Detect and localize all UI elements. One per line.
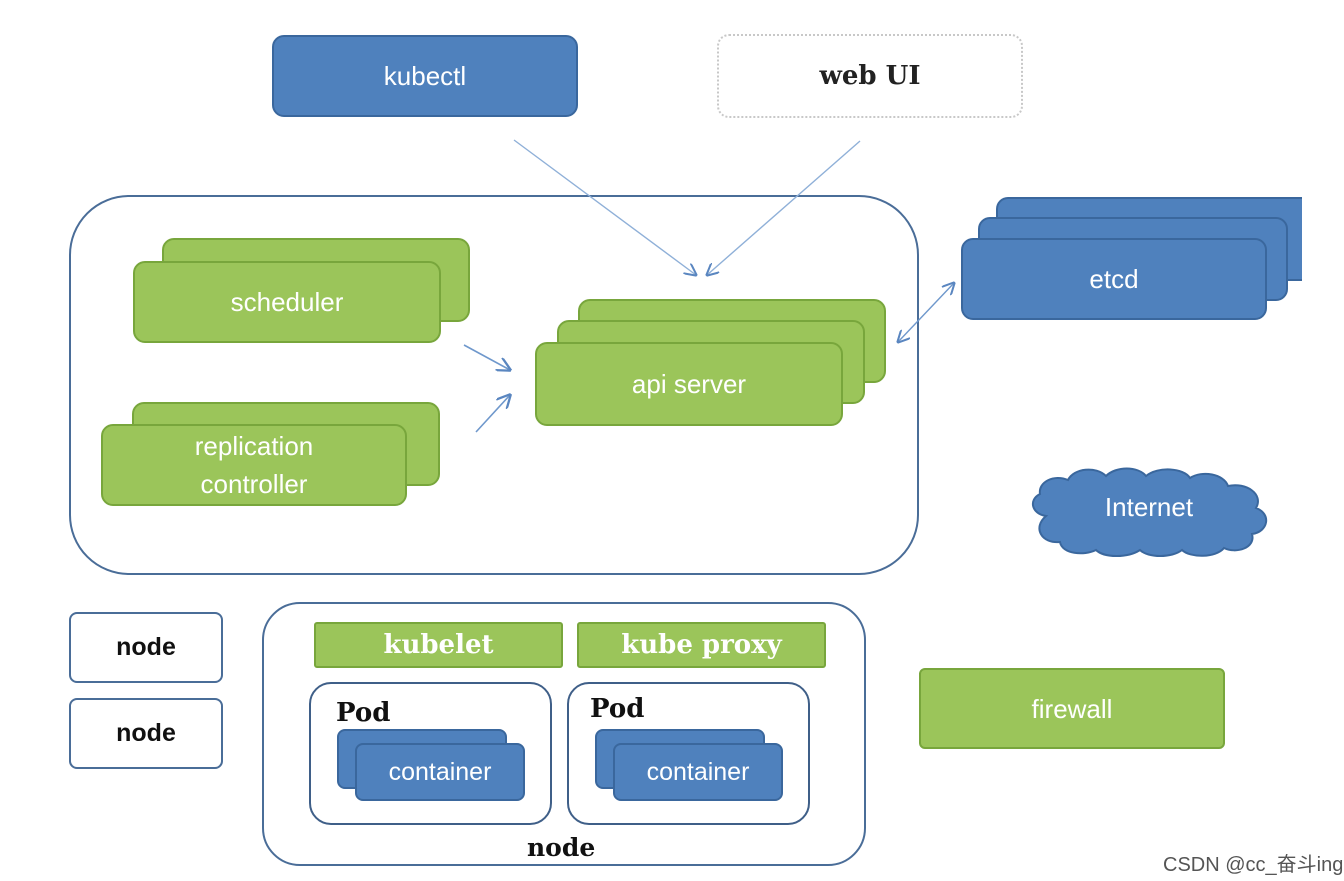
arrow-webui-to-api (707, 140, 861, 275)
arrow-replication-to-api (475, 395, 510, 433)
pod-label-2: Pod (590, 694, 645, 724)
firewall-label: firewall (1031, 693, 1113, 724)
api-server-label: api server (631, 369, 747, 399)
node-box-2: node (69, 698, 223, 769)
container-label-1: container (388, 757, 492, 786)
internet-label: Internet (1104, 492, 1194, 522)
kubelet-box: kubelet (314, 622, 563, 668)
etcd-label: etcd (1089, 264, 1139, 294)
arrow-api-etcd (898, 283, 954, 342)
cloud-icon (1031, 467, 1267, 557)
internet-cloud: Internet (1024, 462, 1274, 558)
container-box-1: container (355, 743, 525, 801)
container-label-2: container (646, 757, 750, 786)
kubectl-box: kubectl (272, 35, 578, 117)
firewall-box: firewall (919, 668, 1225, 749)
node-label-1: node (116, 633, 176, 661)
etcd-box: etcd (961, 238, 1267, 320)
pod-box-1 (309, 682, 552, 825)
arrow-kubectl-to-api (513, 139, 696, 275)
replication-controller-box: replication controller (101, 424, 407, 506)
scheduler-box: scheduler (133, 261, 441, 343)
container-box-2: container (613, 743, 783, 801)
scheduler-label: scheduler (230, 287, 344, 317)
replication-label-line1: replication (194, 431, 314, 461)
pod-label-1: Pod (336, 698, 391, 728)
node-main-label: node (527, 833, 596, 862)
kubelet-label: kubelet (383, 630, 494, 660)
pod-box-2 (567, 682, 810, 825)
watermark: CSDN @cc_奋斗ing (1163, 854, 1344, 876)
arrow-scheduler-to-api (463, 344, 510, 370)
api-server-box: api server (535, 342, 843, 426)
kubectl-label: kubectl (383, 61, 467, 91)
web-ui-label: web UI (819, 61, 921, 91)
node-box-1: node (69, 612, 223, 683)
kube-proxy-label: kube proxy (621, 630, 782, 660)
kube-proxy-box: kube proxy (577, 622, 826, 668)
node-label-2: node (116, 719, 176, 747)
web-ui-box: web UI (717, 34, 1023, 118)
replication-label-line2: controller (200, 469, 308, 499)
